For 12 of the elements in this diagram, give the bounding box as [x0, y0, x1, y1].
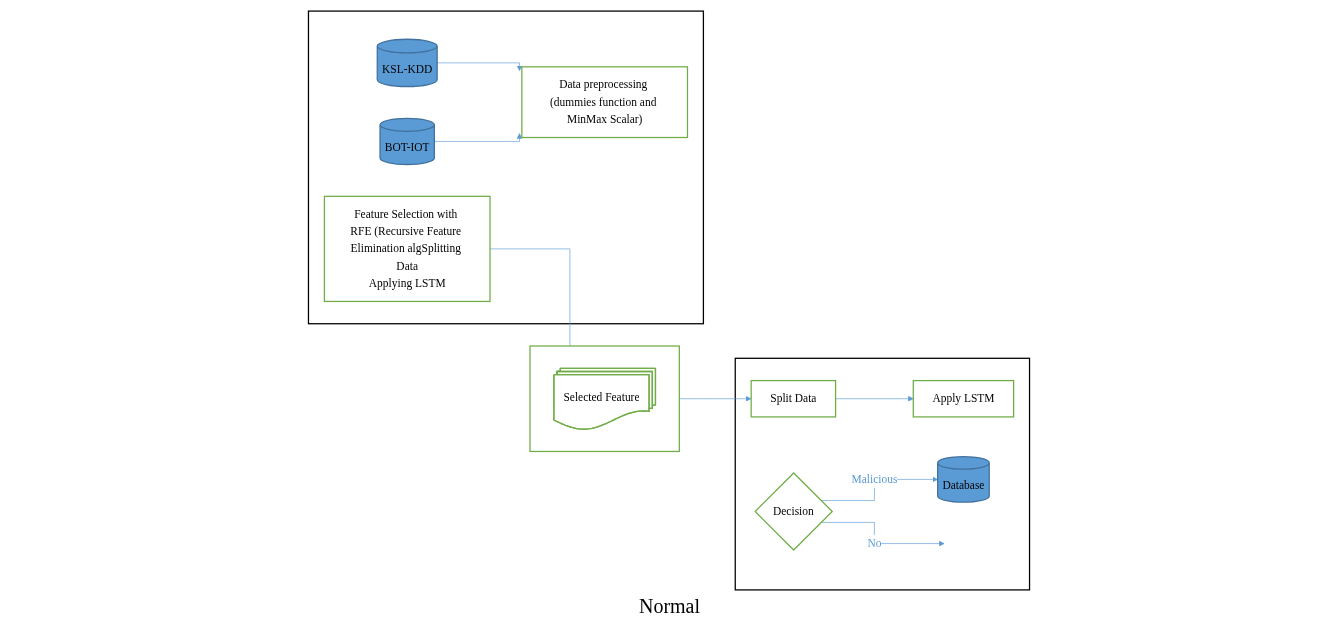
- connector: [490, 248, 571, 347]
- edge-label: Malicious: [851, 472, 898, 486]
- edge-label: No: [867, 536, 882, 550]
- node-box: Split Data: [751, 379, 837, 418]
- cluster: [308, 10, 705, 325]
- node-diamond: Decision: [754, 472, 834, 551]
- node-box: Feature Selection with RFE (Recursive Feature Elimination algSplitting Data Applying LSTM: [324, 195, 492, 303]
- node-box: Data preprocessing (dummies function and MinMax Scalar): [521, 66, 689, 139]
- cluster: [529, 345, 681, 453]
- cluster: [735, 357, 1031, 591]
- node-box: Apply LSTM: [913, 379, 1015, 418]
- note-text: Normal: [638, 595, 701, 618]
